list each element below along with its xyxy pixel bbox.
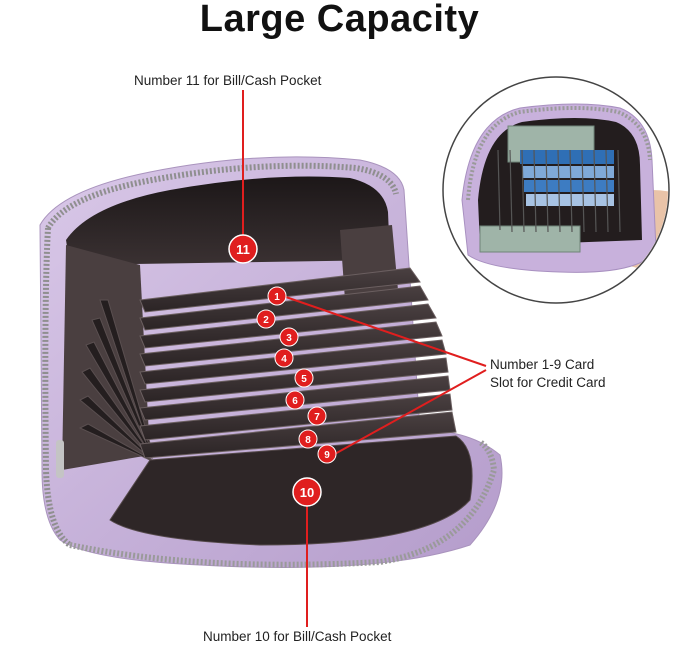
badge-11: 11 [228, 234, 258, 264]
svg-text:9: 9 [324, 450, 330, 461]
svg-text:2: 2 [263, 315, 269, 326]
badge-6: 6 [285, 390, 305, 410]
svg-text:8: 8 [305, 435, 311, 446]
svg-text:6: 6 [292, 396, 298, 407]
svg-text:11: 11 [236, 242, 250, 257]
badge-4: 4 [274, 348, 294, 368]
svg-text:4: 4 [281, 354, 287, 365]
label-card-slots: Number 1-9 Card Slot for Credit Card [490, 356, 606, 392]
svg-text:5: 5 [301, 374, 307, 385]
svg-text:3: 3 [286, 333, 292, 344]
page-title: Large Capacity [199, 0, 480, 40]
number-badges: 11 1 2 3 4 5 6 7 [228, 234, 337, 507]
zipper-pull-icon [56, 440, 64, 478]
label-pocket-10: Number 10 for Bill/Cash Pocket [203, 629, 392, 644]
badge-5: 5 [294, 368, 314, 388]
badge-10: 10 [292, 477, 322, 507]
badge-9: 9 [317, 444, 337, 464]
svg-text:7: 7 [314, 412, 320, 423]
badge-8: 8 [298, 429, 318, 449]
inset-photo [442, 76, 670, 304]
label-card-slots-line2: Slot for Credit Card [490, 375, 606, 390]
svg-text:10: 10 [300, 485, 314, 500]
callout-lines [242, 90, 487, 627]
badge-3: 3 [279, 327, 299, 347]
main-wallet [39, 156, 503, 568]
callout-line-9 [332, 369, 487, 456]
callout-line-1 [282, 295, 487, 367]
badge-2: 2 [256, 309, 276, 329]
label-pocket-11: Number 11 for Bill/Cash Pocket [134, 73, 322, 88]
badge-1: 1 [267, 286, 287, 306]
banknote-icon [479, 225, 581, 253]
svg-text:1: 1 [274, 292, 280, 303]
label-card-slots-line1: Number 1-9 Card [490, 357, 595, 372]
badge-7: 7 [307, 406, 327, 426]
